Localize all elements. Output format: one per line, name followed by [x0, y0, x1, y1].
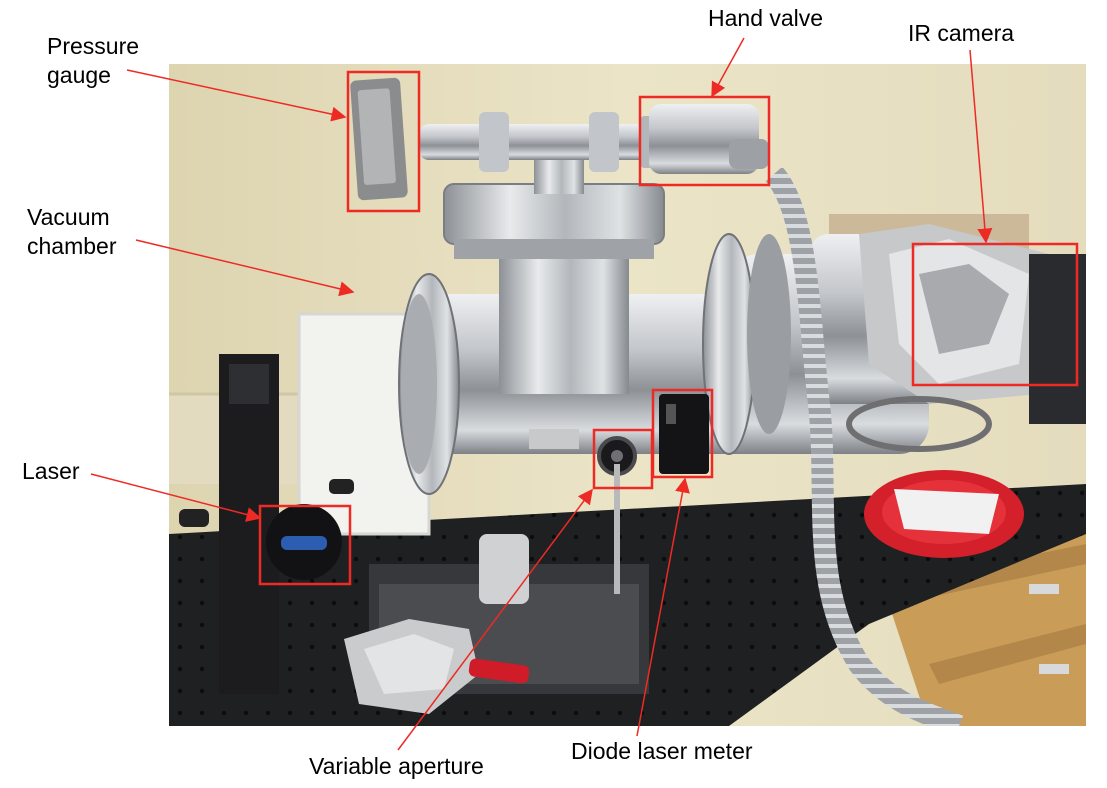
- diode-laser-meter-label: Diode laser meter: [571, 738, 753, 764]
- hand-valve-label: Hand valve: [708, 5, 824, 31]
- lab-setup-photo: [169, 64, 1086, 726]
- variable-aperture-label: Variable aperture: [309, 753, 484, 779]
- pressure-gauge-label: Pressure gauge: [47, 33, 140, 88]
- vacuum-chamber-label: Vacuum chamber: [27, 204, 117, 259]
- laser-label: Laser: [22, 458, 80, 484]
- ir-camera-label: IR camera: [908, 20, 1015, 46]
